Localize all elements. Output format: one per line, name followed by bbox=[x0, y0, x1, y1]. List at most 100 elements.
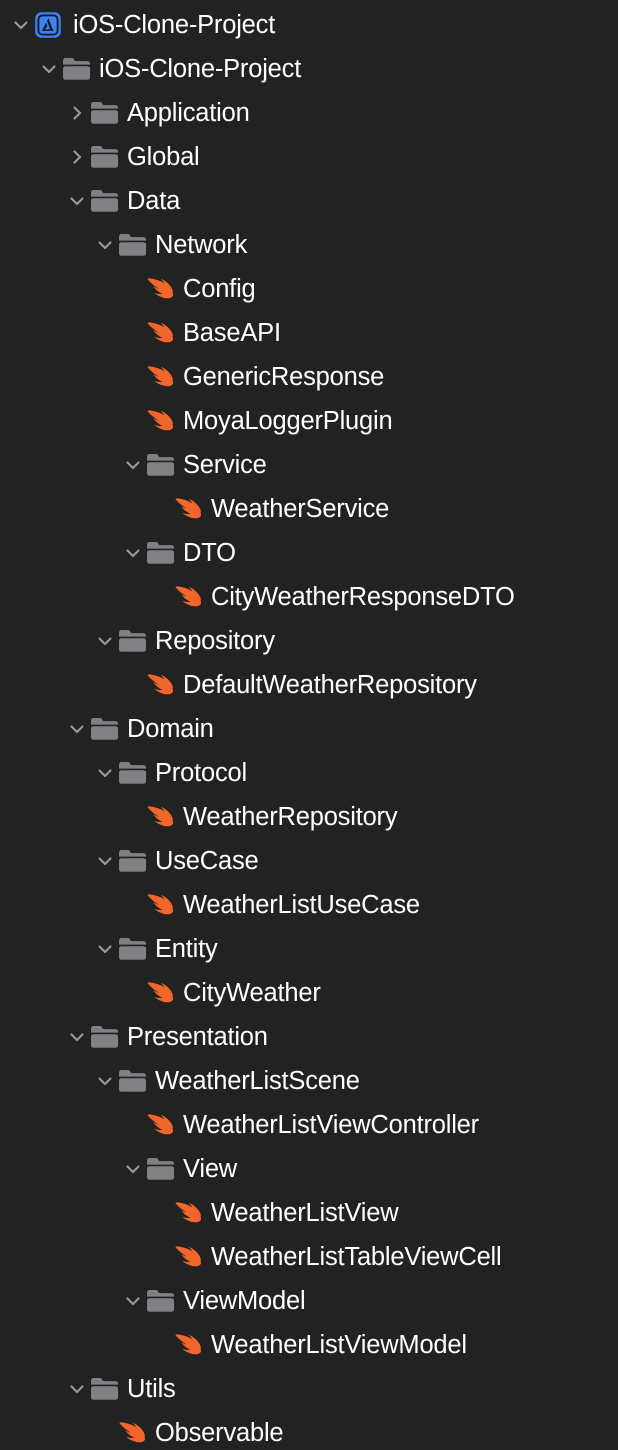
tree-row[interactable]: Network bbox=[0, 223, 618, 267]
chevron-down-icon[interactable] bbox=[120, 1147, 146, 1191]
chevron-down-icon[interactable] bbox=[120, 443, 146, 487]
tree-row[interactable]: Config bbox=[0, 267, 618, 311]
tree-row[interactable]: WeatherListView bbox=[0, 1191, 618, 1235]
twisty-spacer bbox=[120, 795, 146, 839]
tree-row-label: Protocol bbox=[155, 759, 247, 787]
chevron-down-icon[interactable] bbox=[8, 3, 34, 47]
tree-row-label: Application bbox=[127, 99, 250, 127]
twisty-spacer bbox=[120, 267, 146, 311]
tree-row-label: MoyaLoggerPlugin bbox=[183, 407, 393, 435]
twisty-spacer bbox=[120, 883, 146, 927]
tree-row-label: ViewModel bbox=[183, 1287, 306, 1315]
tree-row[interactable]: Service bbox=[0, 443, 618, 487]
tree-row[interactable]: View bbox=[0, 1147, 618, 1191]
chevron-down-icon[interactable] bbox=[120, 1279, 146, 1323]
tree-row[interactable]: UseCase bbox=[0, 839, 618, 883]
tree-row-label: WeatherListUseCase bbox=[183, 891, 420, 919]
swift-file-icon bbox=[146, 883, 176, 927]
tree-row[interactable]: CityWeather bbox=[0, 971, 618, 1015]
tree-row-label: Observable bbox=[155, 1419, 284, 1447]
chevron-down-icon[interactable] bbox=[36, 47, 62, 91]
twisty-spacer bbox=[148, 1235, 174, 1279]
tree-row[interactable]: DefaultWeatherRepository bbox=[0, 663, 618, 707]
tree-row-label: WeatherRepository bbox=[183, 803, 398, 831]
tree-row[interactable]: Presentation bbox=[0, 1015, 618, 1059]
tree-row[interactable]: Entity bbox=[0, 927, 618, 971]
folder-icon bbox=[90, 707, 120, 751]
tree-row-label: iOS-Clone-Project bbox=[99, 55, 302, 83]
swift-file-icon bbox=[174, 487, 204, 531]
tree-row[interactable]: Global bbox=[0, 135, 618, 179]
tree-row[interactable]: WeatherRepository bbox=[0, 795, 618, 839]
tree-row-label: WeatherListViewController bbox=[183, 1111, 479, 1139]
tree-row[interactable]: iOS-Clone-Project bbox=[0, 47, 618, 91]
chevron-down-icon[interactable] bbox=[64, 1367, 90, 1411]
folder-icon bbox=[90, 1015, 120, 1059]
folder-icon bbox=[146, 1279, 176, 1323]
tree-row[interactable]: iOS-Clone-Project bbox=[0, 3, 618, 47]
tree-row[interactable]: WeatherService bbox=[0, 487, 618, 531]
tree-row[interactable]: WeatherListViewModel bbox=[0, 1323, 618, 1367]
tree-row[interactable]: WeatherListViewController bbox=[0, 1103, 618, 1147]
tree-row[interactable]: CityWeatherResponseDTO bbox=[0, 575, 618, 619]
tree-row-label: Service bbox=[183, 451, 267, 479]
folder-icon bbox=[90, 135, 120, 179]
tree-row-label: CityWeatherResponseDTO bbox=[211, 583, 515, 611]
swift-file-icon bbox=[146, 355, 176, 399]
twisty-spacer bbox=[120, 971, 146, 1015]
folder-icon bbox=[118, 1059, 148, 1103]
twisty-spacer bbox=[148, 1323, 174, 1367]
tree-row-label: Network bbox=[155, 231, 248, 259]
folder-icon bbox=[118, 839, 148, 883]
swift-file-icon bbox=[118, 1411, 148, 1450]
tree-row[interactable]: WeatherListTableViewCell bbox=[0, 1235, 618, 1279]
swift-file-icon bbox=[174, 575, 204, 619]
chevron-down-icon[interactable] bbox=[92, 839, 118, 883]
tree-row[interactable]: ViewModel bbox=[0, 1279, 618, 1323]
tree-row[interactable]: WeatherListUseCase bbox=[0, 883, 618, 927]
twisty-spacer bbox=[120, 355, 146, 399]
twisty-spacer bbox=[120, 663, 146, 707]
chevron-down-icon[interactable] bbox=[92, 1059, 118, 1103]
tree-row[interactable]: BaseAPI bbox=[0, 311, 618, 355]
tree-row[interactable]: Observable bbox=[0, 1411, 618, 1450]
chevron-down-icon[interactable] bbox=[120, 531, 146, 575]
swift-file-icon bbox=[146, 399, 176, 443]
chevron-down-icon[interactable] bbox=[92, 223, 118, 267]
chevron-down-icon[interactable] bbox=[92, 927, 118, 971]
twisty-spacer bbox=[120, 311, 146, 355]
twisty-spacer bbox=[92, 1411, 118, 1450]
tree-row[interactable]: Application bbox=[0, 91, 618, 135]
tree-row-label: WeatherService bbox=[211, 495, 390, 523]
chevron-right-icon[interactable] bbox=[64, 91, 90, 135]
tree-row-label: BaseAPI bbox=[183, 319, 281, 347]
tree-row-label: DTO bbox=[183, 539, 236, 567]
chevron-right-icon[interactable] bbox=[64, 135, 90, 179]
tree-row-label: CityWeather bbox=[183, 979, 321, 1007]
tree-row[interactable]: WeatherListScene bbox=[0, 1059, 618, 1103]
xcode-project-icon bbox=[34, 3, 64, 47]
tree-row-label: View bbox=[183, 1155, 238, 1183]
chevron-down-icon[interactable] bbox=[92, 751, 118, 795]
tree-row[interactable]: GenericResponse bbox=[0, 355, 618, 399]
tree-row-label: WeatherListViewModel bbox=[211, 1331, 467, 1359]
tree-row[interactable]: Utils bbox=[0, 1367, 618, 1411]
tree-row[interactable]: Protocol bbox=[0, 751, 618, 795]
tree-row-label: WeatherListScene bbox=[155, 1067, 360, 1095]
twisty-spacer bbox=[120, 1103, 146, 1147]
tree-row-label: Domain bbox=[127, 715, 214, 743]
tree-row[interactable]: MoyaLoggerPlugin bbox=[0, 399, 618, 443]
tree-row[interactable]: Data bbox=[0, 179, 618, 223]
folder-icon bbox=[90, 91, 120, 135]
tree-row[interactable]: Repository bbox=[0, 619, 618, 663]
tree-row[interactable]: DTO bbox=[0, 531, 618, 575]
chevron-down-icon[interactable] bbox=[64, 1015, 90, 1059]
chevron-down-icon[interactable] bbox=[92, 619, 118, 663]
folder-icon bbox=[118, 223, 148, 267]
chevron-down-icon[interactable] bbox=[64, 707, 90, 751]
tree-row[interactable]: Domain bbox=[0, 707, 618, 751]
chevron-down-icon[interactable] bbox=[64, 179, 90, 223]
swift-file-icon bbox=[146, 971, 176, 1015]
swift-file-icon bbox=[174, 1323, 204, 1367]
